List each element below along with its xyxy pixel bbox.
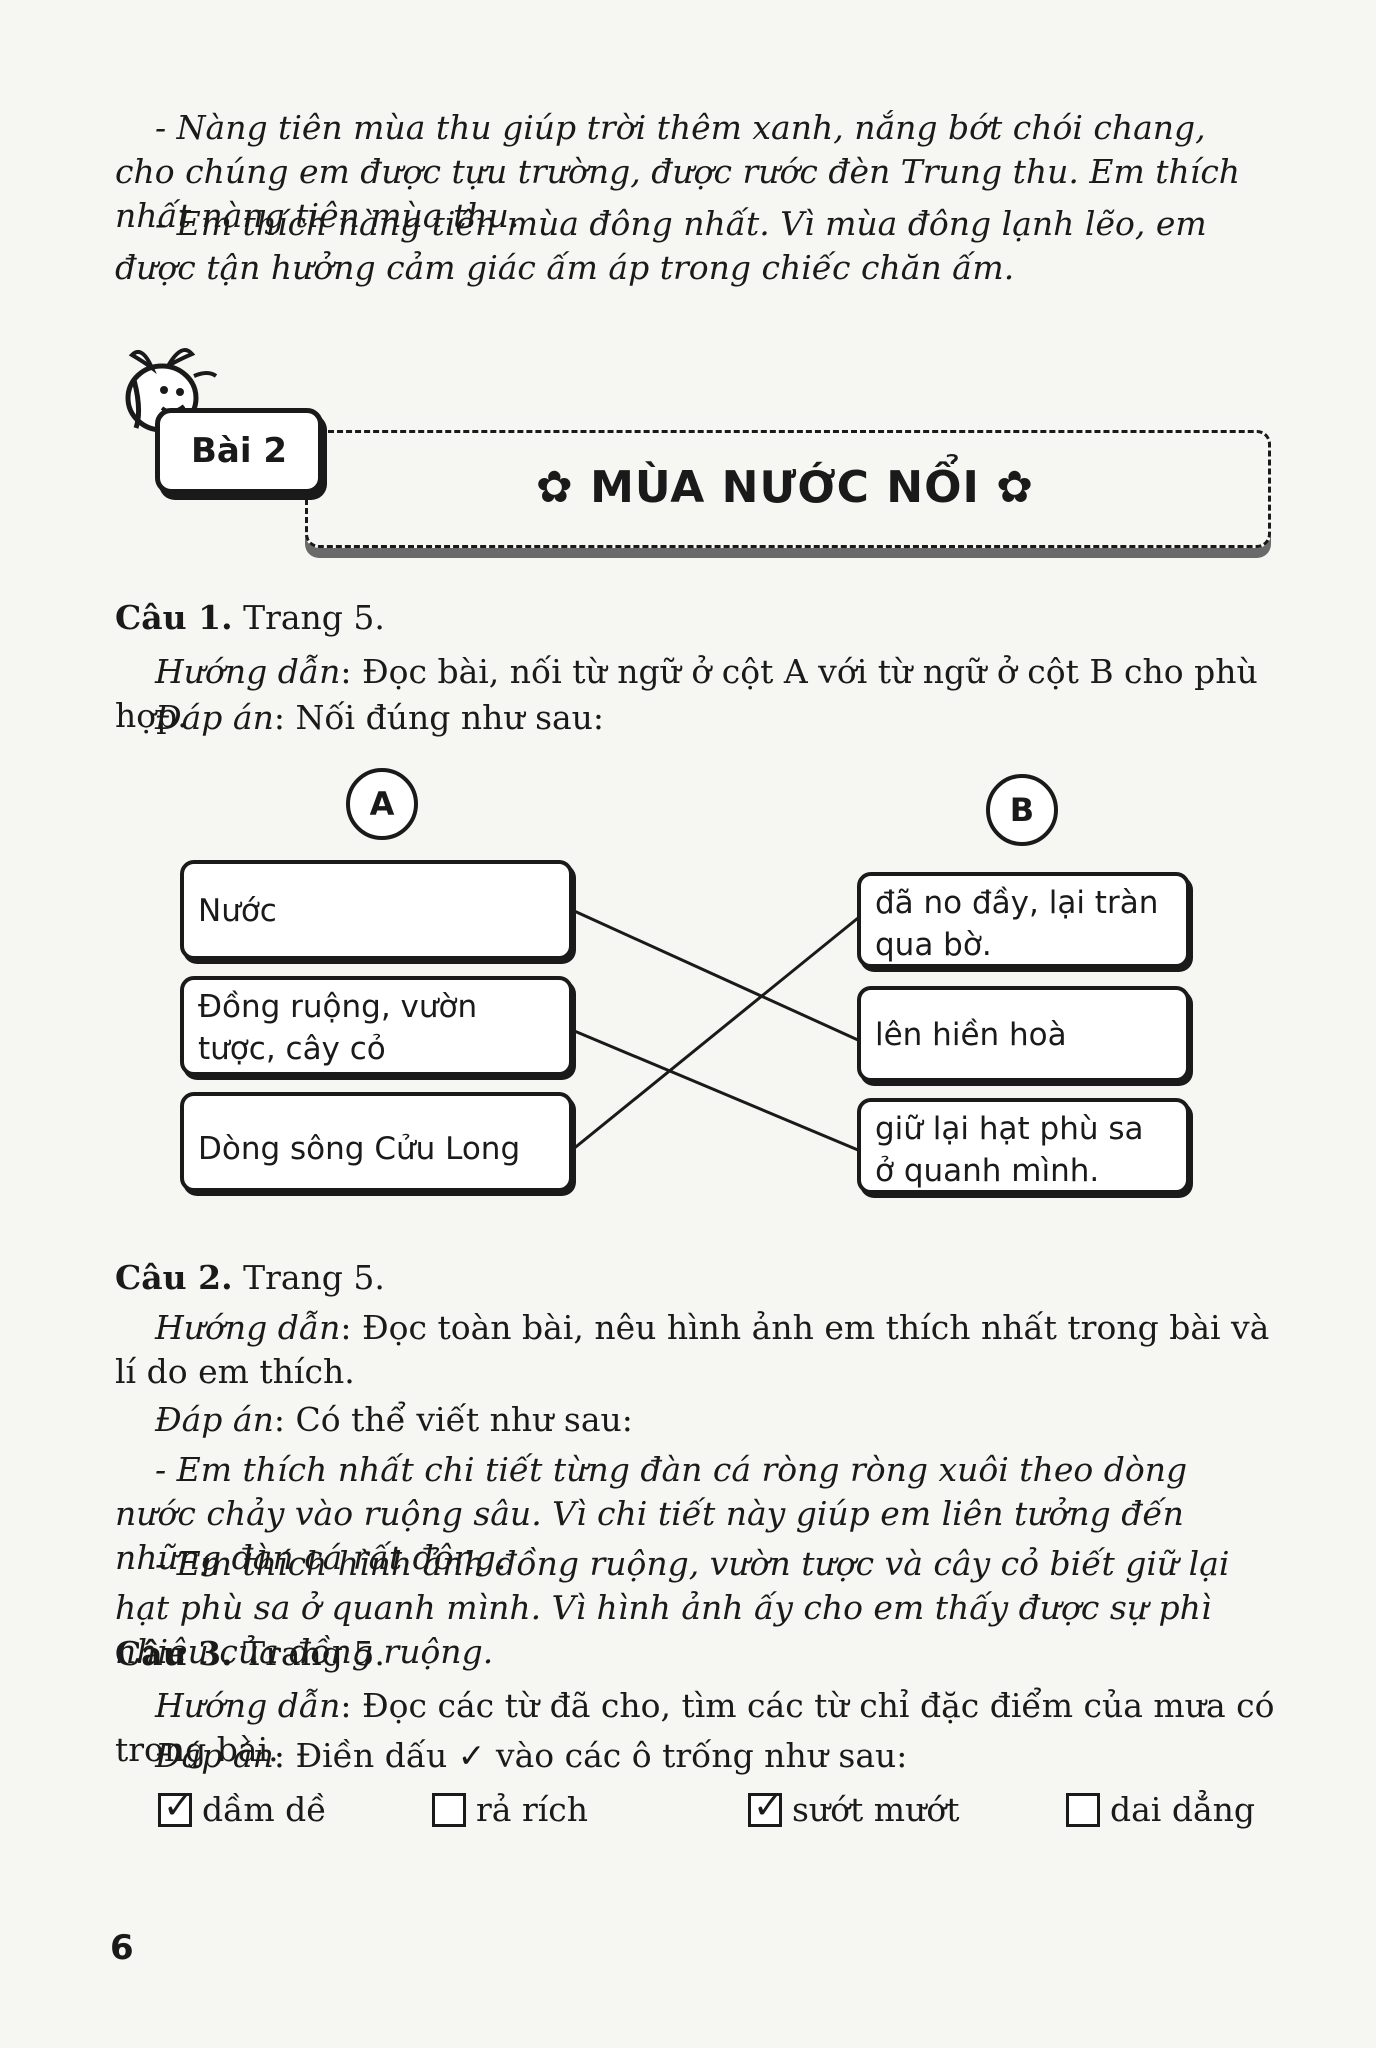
check-icon: ✓ <box>753 1785 784 1827</box>
lesson-number-tab: Bài 2 <box>155 408 323 494</box>
q1-page-ref: Trang 5. <box>232 598 385 637</box>
option-label: sướt mướt <box>792 1790 960 1829</box>
checkbox-empty <box>1066 1792 1100 1827</box>
right-item-no-day: đã no đầy, lại tràn qua bờ. <box>857 872 1190 968</box>
q2-guide-text: : Đọc toàn bài, nêu hình ảnh em thích nh… <box>115 1308 1270 1391</box>
page-number: 6 <box>110 1928 134 1968</box>
lesson-title: ✿ MÙA NƯỚC NỔI ✿ <box>535 462 1035 513</box>
q2-answer-example-1: - Em thích nhất chi tiết từng đàn cá ròn… <box>115 1450 1188 1577</box>
q1-heading-label: Câu 1. <box>115 598 233 637</box>
q3-page-ref: Trang 5. <box>232 1634 385 1673</box>
q1-guide-label: Hướng dẫn <box>155 652 341 691</box>
q3-answer-text: : Điền dấu ✓ vào các ô trống như sau: <box>273 1736 908 1775</box>
left-item-dong-ruong: Đồng ruộng, vườn tược, cây cỏ <box>180 976 573 1076</box>
q1-guide: Hướng dẫn: Đọc bài, nối từ ngữ ở cột A v… <box>115 650 1275 738</box>
q2-page-ref: Trang 5. <box>232 1258 385 1297</box>
q1-answer-text: : Nối đúng như sau: <box>273 698 605 737</box>
option-dam-de: ✓ dầm dề <box>158 1786 327 1829</box>
match-line-1 <box>571 908 859 1042</box>
right-item-hien-hoa: lên hiền hoà <box>857 986 1190 1082</box>
q2-answer-example-2: - Em thích hình ảnh đồng ruộng, vườn tượ… <box>115 1544 1230 1671</box>
column-b-marker: B <box>986 774 1058 846</box>
q3-answer: Đáp án: Điền dấu ✓ vào các ô trống như s… <box>115 1734 1275 1778</box>
match-line-3 <box>571 916 859 1152</box>
q3-guide-text: : Đọc các từ đã cho, tìm các từ chỉ đặc … <box>115 1686 1275 1769</box>
q2-answer-text: : Có thể viết như sau: <box>273 1400 633 1439</box>
q2-guide-label: Hướng dẫn <box>155 1308 341 1347</box>
checkbox-empty <box>432 1792 466 1827</box>
q2-answer-label: Đáp án <box>155 1400 274 1439</box>
check-icon: ✓ <box>163 1785 194 1827</box>
checkbox-checked: ✓ <box>748 1786 783 1827</box>
option-suot-muot: ✓ sướt mướt <box>748 1786 960 1829</box>
q2-guide: Hướng dẫn: Đọc toàn bài, nêu hình ảnh em… <box>115 1306 1275 1394</box>
q3-guide: Hướng dẫn: Đọc các từ đã cho, tìm các từ… <box>115 1684 1275 1772</box>
checkbox-checked: ✓ <box>158 1786 193 1827</box>
q2-heading: Câu 2. Trang 5. <box>115 1256 1275 1300</box>
match-line-2 <box>571 1028 859 1152</box>
q1-heading: Câu 1. Trang 5. <box>115 596 1275 640</box>
left-item-nuoc: Nước <box>180 860 573 960</box>
q3-guide-label: Hướng dẫn <box>155 1686 341 1725</box>
right-item-phu-sa: giữ lại hạt phù sa ở quanh mình. <box>857 1098 1190 1194</box>
q3-heading-label: Câu 3. <box>115 1634 233 1673</box>
q2-heading-label: Câu 2. <box>115 1258 233 1297</box>
option-label: rả rích <box>476 1790 589 1829</box>
q3-heading: Câu 3. Trang 5. <box>115 1632 1275 1676</box>
intro-paragraph-winter: - Em thích nàng tiên mùa đông nhất. Vì m… <box>115 204 1207 287</box>
left-item-dong-song: Dòng sông Cửu Long <box>180 1092 573 1192</box>
q1-answer: Đáp án: Nối đúng như sau: <box>115 696 1275 740</box>
option-dai-dang: dai dẳng <box>1066 1790 1255 1829</box>
option-label: dai dẳng <box>1110 1790 1256 1829</box>
option-label: dầm dề <box>202 1790 327 1829</box>
intro-paragraph-autumn: - Nàng tiên mùa thu giúp trời thêm xanh,… <box>115 108 1241 235</box>
column-a-marker: A <box>346 768 418 840</box>
q1-answer-label: Đáp án <box>155 698 274 737</box>
q2-answer: Đáp án: Có thể viết như sau: <box>115 1398 1275 1442</box>
q3-answer-label: Đáp án <box>155 1736 274 1775</box>
q1-guide-text: : Đọc bài, nối từ ngữ ở cột A với từ ngữ… <box>115 652 1258 735</box>
option-ra-rich: rả rích <box>432 1790 588 1829</box>
